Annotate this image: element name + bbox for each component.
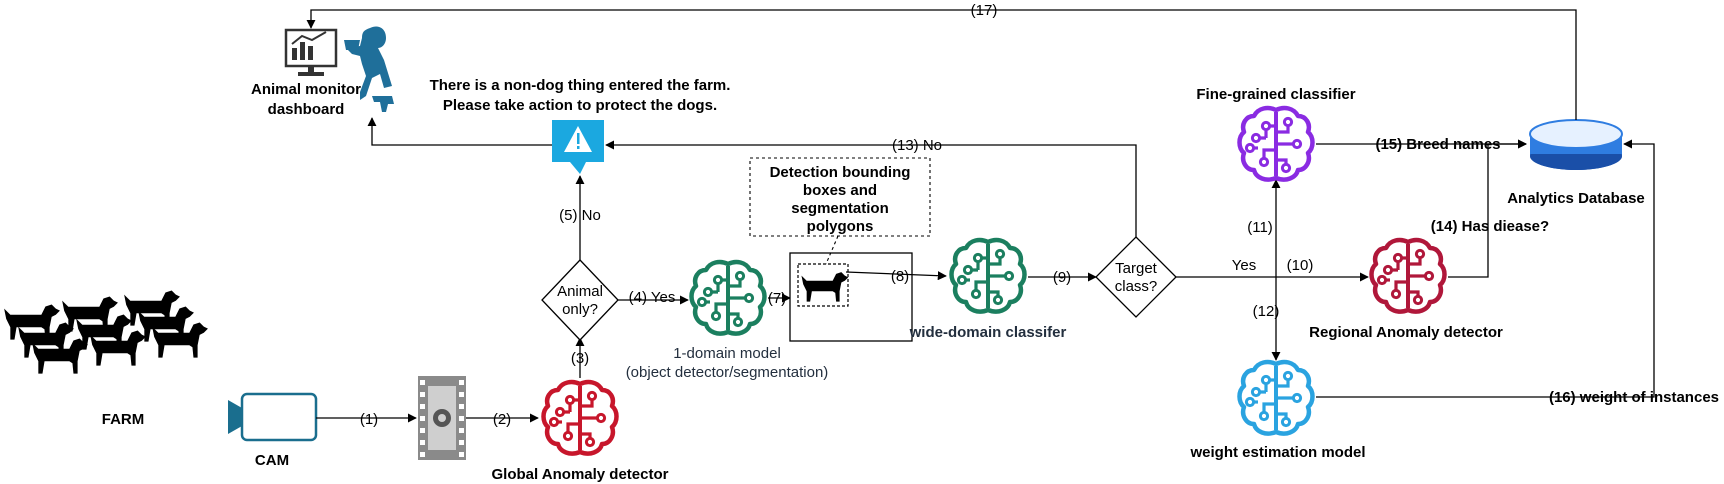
dashboard-label-line2: dashboard bbox=[268, 101, 345, 118]
decision-target-line2: class? bbox=[1115, 278, 1158, 295]
alert-message-line1: There is a non-dog thing entered the far… bbox=[430, 77, 731, 94]
edge-2-label: (2) bbox=[493, 411, 511, 428]
decision-target-class bbox=[1095, 236, 1177, 318]
edge-15-label: (15) Breed names bbox=[1375, 136, 1500, 153]
edge-4-label: (4) Yes bbox=[629, 289, 676, 306]
regional-anomaly-label: Regional Anomaly detector bbox=[1309, 324, 1503, 341]
camera-icon bbox=[228, 392, 318, 442]
dashboard-monitor-icon bbox=[284, 28, 338, 76]
alert-warning-icon bbox=[552, 120, 604, 174]
one-domain-brain-icon bbox=[692, 262, 765, 334]
edge-8-label: (8) bbox=[891, 268, 909, 285]
edge-11-label: (11) bbox=[1247, 219, 1273, 236]
decision-target-line1: Target bbox=[1115, 260, 1158, 277]
detection-note-line4: polygons bbox=[807, 218, 874, 235]
edge-12-label: (12) bbox=[1253, 303, 1280, 320]
global-anomaly-label: Global Anomaly detector bbox=[492, 466, 669, 483]
weight-model-brain-icon bbox=[1240, 362, 1313, 434]
dashboard-label-line1: Animal monitor bbox=[251, 81, 361, 98]
alert-message-line2: Please take action to protect the dogs. bbox=[443, 97, 717, 114]
cam-label: CAM bbox=[255, 452, 289, 469]
detection-note-box bbox=[749, 157, 931, 237]
database-icon bbox=[1529, 119, 1623, 170]
user-silhouette-icon bbox=[344, 26, 394, 112]
weight-model-label: weight estimation model bbox=[1189, 444, 1365, 461]
regional-anomaly-brain-icon bbox=[1372, 240, 1445, 312]
detection-note-line2: boxes and bbox=[803, 182, 877, 199]
global-anomaly-brain-icon bbox=[544, 382, 617, 454]
dog-detection-icon bbox=[797, 263, 849, 307]
edge-17-label: (17) bbox=[971, 2, 998, 19]
detection-note-line3: segmentation bbox=[791, 200, 889, 217]
decision-animal-line1: Animal bbox=[557, 283, 603, 300]
fine-grained-label: Fine-grained classifier bbox=[1196, 86, 1355, 103]
wide-domain-label: wide-domain classifer bbox=[909, 324, 1067, 341]
farm-label: FARM bbox=[102, 411, 145, 428]
edge-5-label: (5) No bbox=[559, 207, 601, 224]
analytics-db-label: Analytics Database bbox=[1507, 190, 1645, 207]
one-domain-label-line1: 1-domain model bbox=[673, 345, 781, 362]
edge-7-label: (7) bbox=[768, 290, 786, 307]
edge-9-label: (9) bbox=[1053, 269, 1071, 286]
edge-14-label: (14) Has diease? bbox=[1431, 218, 1549, 235]
edge-10-yes-label: Yes bbox=[1232, 257, 1256, 274]
wide-domain-brain-icon bbox=[952, 240, 1025, 312]
video-frames-icon bbox=[418, 376, 466, 460]
one-domain-label-line2: (object detector/segmentation) bbox=[626, 364, 829, 381]
farm-dogs-icon bbox=[4, 290, 208, 374]
edge-10-label: (10) bbox=[1287, 257, 1314, 274]
edge-13-label: (13) No bbox=[892, 137, 942, 154]
fine-grained-brain-icon bbox=[1240, 108, 1313, 180]
edge-1-label: (1) bbox=[360, 411, 378, 428]
edge-3-label: (3) bbox=[571, 350, 589, 367]
decision-animal-line2: only? bbox=[562, 301, 598, 318]
edge-16-label: (16) weight of instances bbox=[1549, 389, 1719, 406]
detection-note-line1: Detection bounding bbox=[770, 164, 911, 181]
decision-animal-only bbox=[541, 259, 619, 341]
